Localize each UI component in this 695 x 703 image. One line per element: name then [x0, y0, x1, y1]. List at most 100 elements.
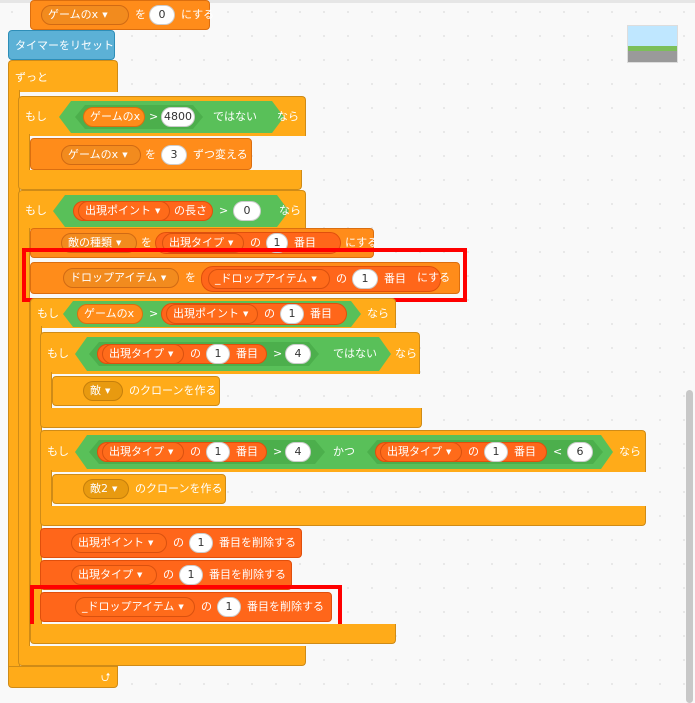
if-x-block[interactable]: もし ゲームのx > 4800 ではない なら — [18, 96, 306, 136]
list-name: 出現ポイント — [78, 536, 144, 549]
item-label: 番目 — [310, 307, 332, 320]
index-input[interactable]: 1 — [206, 442, 230, 462]
gt-condition[interactable]: ゲームのx > 出現ポイント ▼ の 1 番目 — [63, 301, 361, 327]
suffix-label: にする — [181, 8, 215, 21]
if-x-arm — [18, 134, 30, 174]
if-type-not-block[interactable]: もし 出現タイプ▼ の 1 番目 > 4 ではない なら — [40, 332, 420, 374]
op-label: > — [273, 347, 283, 360]
caret-icon: ▼ — [148, 539, 154, 547]
list-length-reporter[interactable]: 出現ポイント▼ の長さ — [73, 201, 213, 221]
caret-icon: ▼ — [311, 275, 317, 283]
list-dropdown[interactable]: 出現タイプ▼ — [102, 344, 184, 364]
forever-block[interactable]: ずっと — [8, 60, 118, 92]
and-label: かつ — [333, 445, 355, 458]
item-label: 番目 — [384, 272, 406, 285]
list-dropdown[interactable]: 出現ポイント▼ — [78, 201, 170, 221]
reset-timer-label: タイマーをリセット — [15, 39, 114, 52]
op-label: > — [149, 307, 159, 320]
of-label: の — [163, 568, 174, 581]
list-dropdown[interactable]: 出現タイプ ▼ — [102, 442, 184, 462]
if-x-bottom — [18, 170, 302, 190]
value-input[interactable]: 4 — [285, 344, 311, 364]
if-spawn-block[interactable]: もし 出現ポイント▼ の長さ > 0 なら — [18, 190, 306, 230]
to-label: を — [141, 236, 152, 249]
if-spawn-bottom — [18, 646, 306, 666]
caret-icon: ▼ — [155, 207, 161, 215]
set-x-block[interactable]: ゲームのx▼ を 0 にする — [30, 0, 214, 30]
index-input[interactable]: 1 — [189, 533, 213, 553]
list-dropdown[interactable]: _ドロップアイテム▼ — [208, 269, 330, 289]
caret-icon: ▼ — [116, 239, 122, 247]
var-name: 敵の種類 — [68, 236, 112, 249]
list-dropdown[interactable]: _ドロップアイテム▼ — [75, 597, 195, 617]
game-x-reporter[interactable]: ゲームのx — [77, 304, 143, 324]
of-label: の — [264, 307, 275, 320]
forever-bottom[interactable]: ⮍ — [8, 666, 118, 688]
value-input[interactable]: 4 — [285, 442, 311, 462]
value-input[interactable]: 3 — [161, 145, 187, 165]
clone-target: 敵 — [90, 384, 101, 397]
value-input[interactable]: 0 — [149, 5, 175, 25]
list-dropdown[interactable]: 出現ポイント ▼ — [71, 533, 167, 553]
item-reporter[interactable]: 出現ポイント ▼ の 1 番目 — [161, 303, 347, 325]
delete-spawn-point-block[interactable]: 出現ポイント▼ の 1 番目を削除する — [40, 528, 302, 558]
not-condition[interactable]: 出現タイプ▼ の 1 番目 > 4 ではない — [75, 337, 391, 371]
forever-label: ずっと — [15, 71, 48, 84]
item-reporter-b[interactable]: 出現タイプ▼ の 1 番目 — [375, 442, 547, 462]
clone-target-dropdown[interactable]: 敵2▼ — [83, 479, 129, 499]
value-input[interactable]: 6 — [567, 442, 593, 462]
if-label: もし — [37, 307, 59, 320]
index-input[interactable]: 1 — [280, 304, 304, 324]
index-input[interactable]: 1 — [206, 344, 230, 364]
delete-drop-item-block[interactable]: _ドロップアイテム▼ の 1 番目を削除する — [40, 592, 332, 622]
var-dropdown[interactable]: ゲームのx▼ — [61, 145, 141, 165]
if-spawn-point-bottom — [30, 624, 396, 644]
suffix-label: 番目を削除する — [247, 600, 324, 613]
op-label: > — [273, 445, 283, 458]
index-input[interactable]: 1 — [484, 442, 508, 462]
vertical-scrollbar[interactable] — [686, 390, 693, 703]
item-reporter-a[interactable]: 出現タイプ▼ の 1 番目 — [97, 442, 267, 462]
var-dropdown[interactable]: ドロップアイテム▼ — [63, 268, 179, 288]
index-input[interactable]: 1 — [352, 269, 378, 289]
list-name: 出現タイプ — [109, 445, 164, 458]
caret-icon: ▼ — [168, 350, 174, 358]
caret-icon: ▼ — [112, 485, 118, 493]
item-reporter[interactable]: _ドロップアイテム▼ の 1 番目 — [201, 266, 441, 292]
of-label: の — [201, 600, 212, 613]
loop-arrow-icon: ⮍ — [101, 670, 111, 684]
index-input[interactable]: 1 — [217, 597, 241, 617]
item-label: 番目 — [294, 236, 316, 249]
list-dropdown[interactable]: 出現タイプ▼ — [380, 442, 462, 462]
list-dropdown[interactable]: 出現タイプ▼ — [71, 565, 157, 585]
to-label: を — [145, 148, 156, 161]
var-dropdown[interactable]: ゲームのx▼ — [41, 5, 129, 25]
caret-icon: ▼ — [168, 448, 174, 456]
change-x-block[interactable]: ゲームのx▼ を 3 ずつ変える — [30, 138, 252, 170]
to-label: を — [135, 8, 146, 21]
stage-thumbnail[interactable] — [627, 25, 678, 63]
if-type-not-arm — [40, 372, 52, 412]
value-input[interactable]: 0 — [233, 201, 261, 221]
value-input[interactable]: 4800 — [161, 107, 195, 127]
index-input[interactable]: 1 — [179, 565, 203, 585]
caret-icon: ▼ — [243, 310, 249, 318]
set-drop-item-block[interactable]: ドロップアイテム▼ を _ドロップアイテム▼ の 1 番目 にする — [30, 262, 460, 294]
list-name: 出現タイプ — [169, 236, 224, 249]
reset-timer-block[interactable]: タイマーをリセット — [8, 30, 115, 60]
if-type-range-arm — [40, 470, 52, 510]
gt-condition[interactable]: 出現ポイント▼ の長さ > 0 — [53, 195, 289, 227]
list-dropdown[interactable]: 出現ポイント ▼ — [166, 304, 258, 324]
list-name: 出現ポイント — [173, 307, 239, 320]
not-condition[interactable]: ゲームのx > 4800 ではない — [59, 101, 284, 133]
clone-target-dropdown[interactable]: 敵▼ — [83, 381, 123, 401]
if-type-range-block[interactable]: もし 出現タイプ▼ の 1 番目 > 4 かつ 出現タイプ▼ の 1 番目 < … — [40, 430, 646, 472]
game-x-reporter[interactable]: ゲームのx — [83, 107, 145, 127]
and-condition[interactable]: 出現タイプ▼ の 1 番目 > 4 かつ 出現タイプ▼ の 1 番目 < 6 — [75, 435, 613, 469]
if-spawn-point-block[interactable]: もし ゲームのx > 出現ポイント▼ の 1 番目 なら — [30, 298, 396, 328]
create-clone2-block[interactable]: 敵2▼ のクローンを作る — [52, 474, 226, 504]
item-reporter[interactable]: 出現タイプ▼ の 1 番目 — [97, 344, 267, 364]
var-name: ゲームのx — [90, 110, 141, 123]
of-label: の — [190, 347, 201, 360]
create-clone-block[interactable]: 敵▼ のクローンを作る — [52, 376, 220, 406]
